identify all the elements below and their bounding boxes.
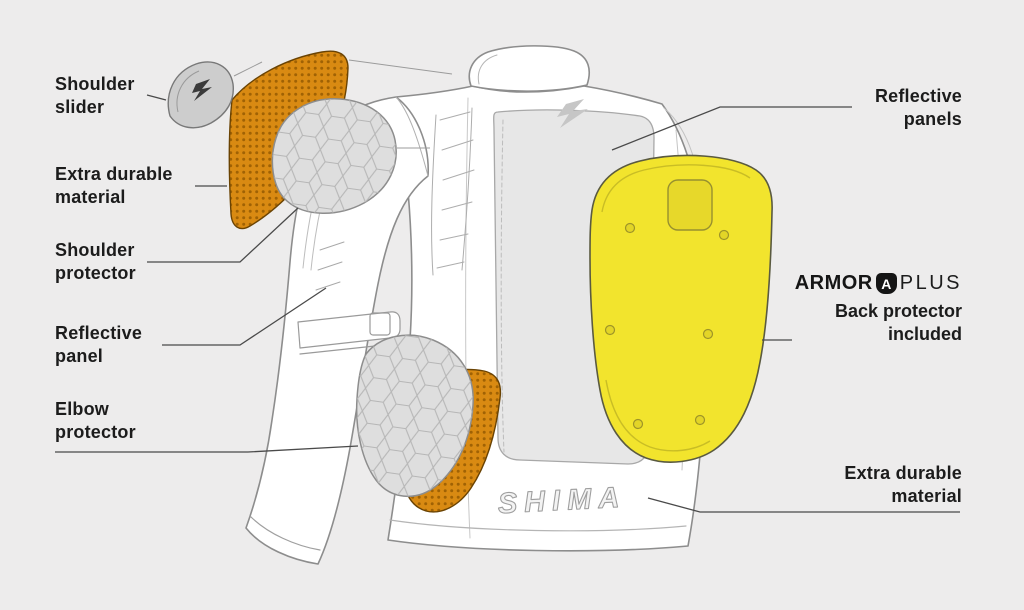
shoulder-pad-honeycomb — [272, 98, 397, 214]
leader-shoulder-slider — [146, 94, 167, 101]
label-back-protector: Back protector included — [834, 301, 962, 345]
armor-plus-logo: ARMOR A PLUS — [795, 272, 962, 295]
leader-reflective-panels — [611, 106, 852, 151]
elbow-protector-pad — [355, 334, 474, 498]
cuff-line — [249, 515, 321, 551]
armor-badge-icon: A — [875, 273, 897, 294]
protector-vent-window — [667, 179, 713, 231]
shima-wordmark: SHIMA — [497, 482, 627, 521]
back-reflective-hatch — [431, 107, 475, 276]
shoulder-slider-inner-line — [176, 70, 200, 113]
leader-elbow-protector — [55, 445, 359, 453]
back-protector — [589, 154, 773, 463]
shoulder-protector-pad — [271, 98, 397, 214]
label-extra-durable-left: Extra durable material — [55, 164, 173, 208]
armor-plus-text: PLUS — [899, 272, 962, 294]
guide-patch-to-collar — [348, 59, 453, 75]
collar — [468, 45, 590, 92]
guide-slider-to-patch — [233, 61, 263, 77]
label-reflective-panel: Reflective panel — [55, 323, 143, 367]
label-shoulder-protector: Shoulder protector — [55, 240, 136, 284]
hem-band — [389, 519, 687, 532]
label-extra-durable-right: Extra durable material — [844, 463, 962, 507]
collar-inner-line — [477, 54, 498, 85]
leader-reflective-panel — [162, 287, 327, 346]
label-reflective-panels: Reflective panels — [874, 86, 962, 130]
armor-plus-block: ARMOR A PLUS Back protector included — [795, 272, 962, 346]
label-shoulder-slider: Shoulder slider — [55, 74, 135, 118]
protector-inner-line-bottom — [605, 379, 711, 452]
label-elbow-protector: Elbow protector — [55, 399, 136, 443]
armor-brand-text: ARMOR — [794, 272, 873, 294]
leader-lines — [55, 94, 960, 513]
explode-guide-lines — [233, 59, 453, 149]
leader-extra-durable-right — [647, 497, 960, 513]
pocket-stitch-line — [500, 119, 505, 453]
elbow-pad-honeycomb — [356, 335, 474, 497]
protector-inner-line-top — [601, 164, 751, 213]
armhole-seam — [395, 96, 429, 177]
shoulder-slider-part — [167, 61, 234, 129]
protector-rivets — [604, 222, 730, 430]
back-bolt-logo-icon — [557, 99, 588, 128]
slider-bolt-icon — [192, 79, 212, 101]
leader-shoulder-protector — [147, 207, 299, 263]
sleeve-reflective-hatch — [315, 241, 345, 291]
